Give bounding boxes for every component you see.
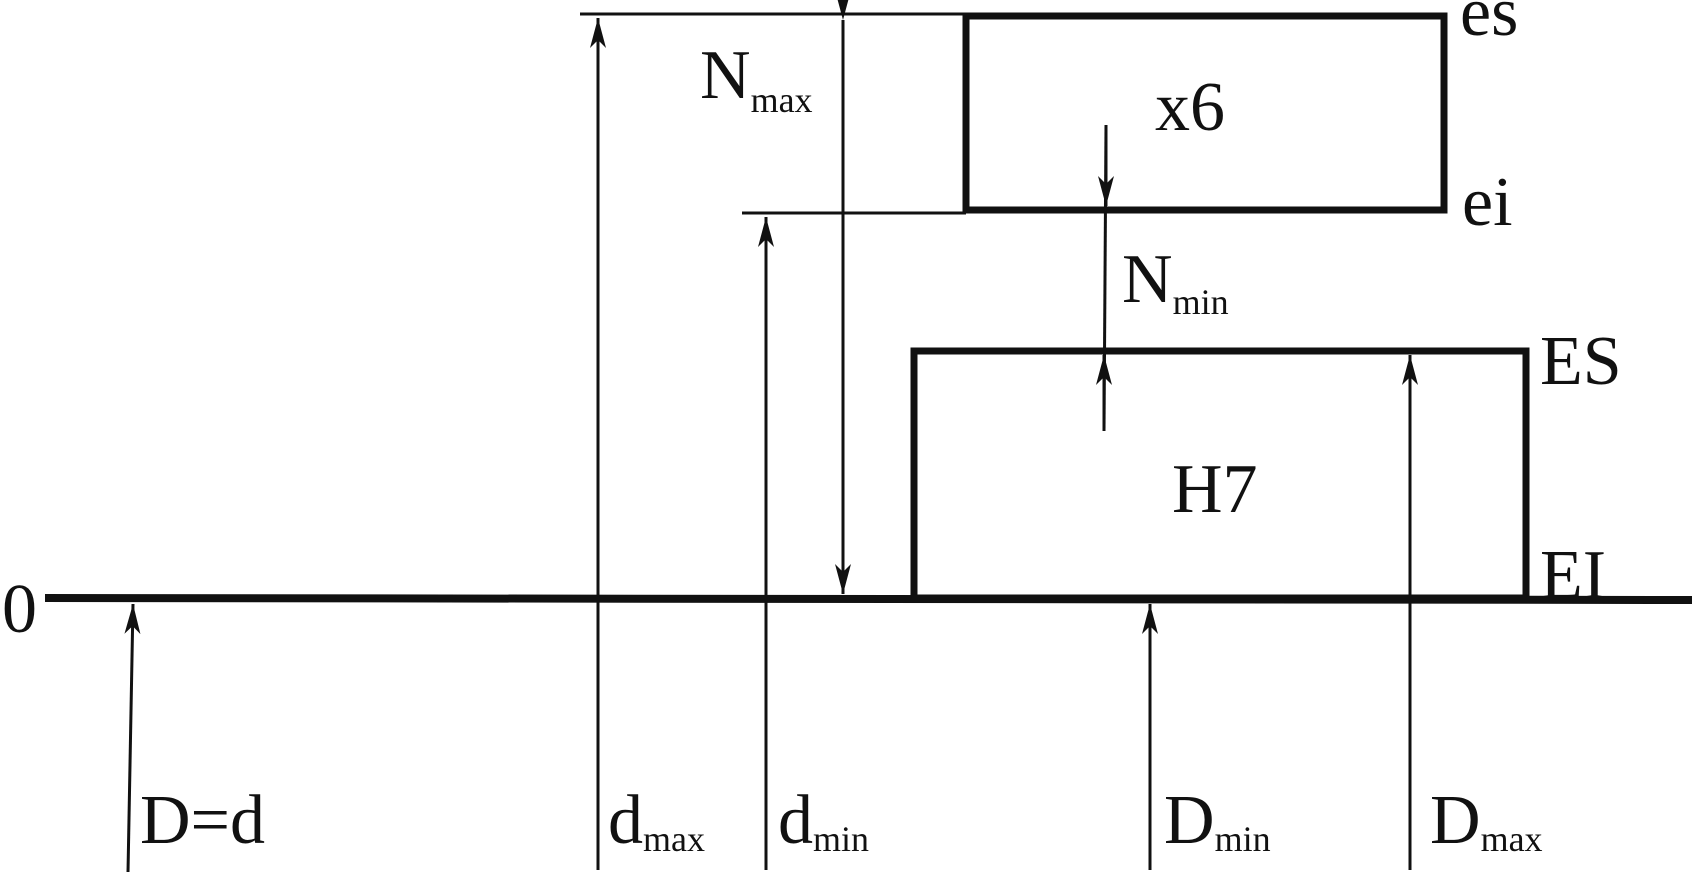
- dmax-letter: d: [608, 782, 643, 859]
- dmin-subscript: min: [813, 819, 869, 859]
- nmin-letter: N: [1122, 241, 1173, 318]
- nmin-subscript: min: [1173, 282, 1229, 322]
- nmin-label: Nmin: [1122, 241, 1229, 322]
- es-label: es: [1460, 0, 1518, 51]
- Dmin-letter: D: [1164, 782, 1215, 859]
- Dmax-letter: D: [1430, 782, 1481, 859]
- EI-label: EI: [1540, 537, 1606, 614]
- Dmax-subscript: max: [1481, 819, 1543, 859]
- hole-zone-label: H7: [1172, 451, 1258, 528]
- dmax-label: dmax: [608, 782, 705, 859]
- shaft-zone-rect: [962, 12, 1448, 214]
- Dmin-label: Dmin: [1164, 782, 1271, 859]
- dmin-letter: d: [778, 782, 813, 859]
- Dmin-subscript: min: [1215, 819, 1271, 859]
- ES-label: ES: [1540, 323, 1622, 400]
- Dmax-label: Dmax: [1430, 782, 1543, 859]
- dmin-label: dmin: [778, 782, 869, 859]
- shaft-zone-label: x6: [1155, 69, 1225, 146]
- nmax-label: Nmax: [700, 37, 813, 120]
- nominal-arrow: [124, 603, 141, 873]
- dmax-subscript: max: [643, 819, 705, 859]
- ei-label: ei: [1462, 164, 1513, 241]
- zero-label: 0: [2, 571, 37, 648]
- nominal-label: D=d: [140, 782, 265, 859]
- hole-zone-rect: [910, 347, 1530, 602]
- nmax-letter: N: [700, 37, 751, 114]
- nmax-subscript: max: [751, 80, 813, 120]
